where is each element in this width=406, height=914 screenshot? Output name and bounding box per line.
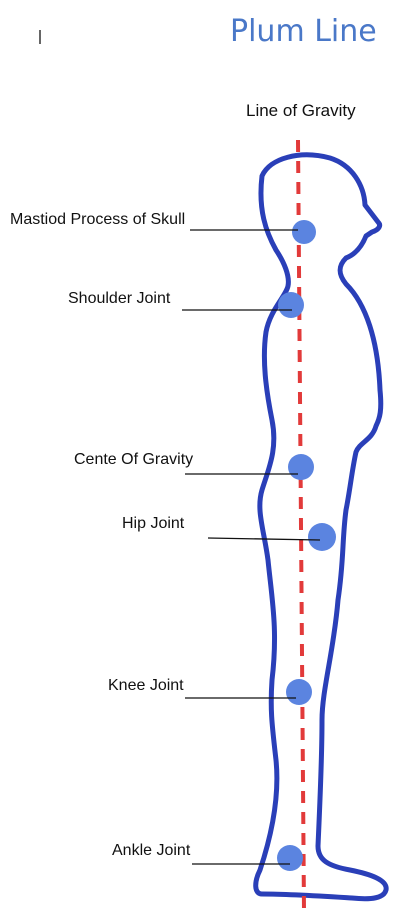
ankle-joint-marker [277,845,303,871]
hip-joint-label: Hip Joint [122,515,185,532]
knee-joint-marker [286,679,312,705]
gravity-line [298,140,304,912]
diagram-title: Plum Line [230,14,377,49]
shoulder-joint-marker [278,292,304,318]
hip-joint-marker [308,523,336,551]
knee-joint-label: Knee Joint [108,677,184,694]
center-of-gravity-marker [288,454,314,480]
gravity-line-label: Line of Gravity [246,101,356,120]
ankle-joint-label: Ankle Joint [112,842,191,859]
mastoid-label: Mastiod Process of Skull [10,211,185,228]
shoulder-joint-label: Shoulder Joint [68,290,171,307]
mastoid-joint-marker [292,220,316,244]
center-of-gravity-label: Cente Of Gravity [74,451,193,468]
